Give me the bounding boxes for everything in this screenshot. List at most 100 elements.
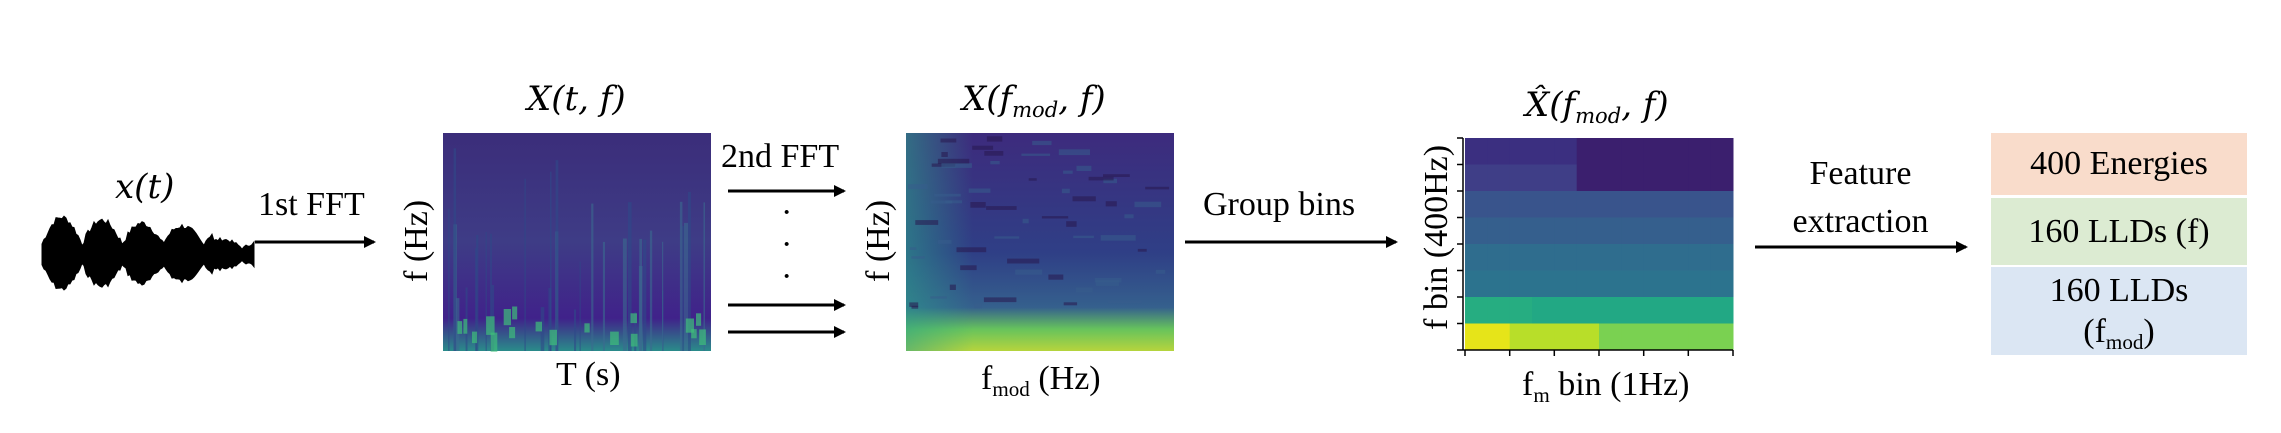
spectrogram-highlight bbox=[610, 331, 619, 345]
modspec-texture bbox=[911, 256, 925, 259]
modspec-xlabel: fmod (Hz) bbox=[981, 360, 1101, 402]
heatmap-cell bbox=[1487, 217, 1511, 245]
spectrogram-streak bbox=[453, 148, 457, 351]
heatmap-cell bbox=[1599, 191, 1622, 218]
heatmap-cell bbox=[1554, 270, 1578, 298]
modspec-texture bbox=[1041, 216, 1069, 219]
heatmap-cell bbox=[1621, 297, 1645, 324]
spectrogram-highlight bbox=[691, 329, 697, 339]
modspec-texture bbox=[1100, 235, 1136, 241]
feature-box-llds-fmod-line2: (fmod) bbox=[2083, 312, 2155, 355]
ellipsis-dot-2: · bbox=[781, 226, 793, 263]
heatmap-cell bbox=[1666, 191, 1689, 218]
modspec-texture bbox=[909, 247, 917, 250]
heatmap-cell bbox=[1487, 270, 1511, 298]
grouped-title: X̂(fmod, f) bbox=[1525, 85, 1669, 129]
heatmap-cell bbox=[1621, 138, 1645, 165]
modspec-texture bbox=[930, 296, 947, 299]
spectrogram-streak bbox=[490, 233, 492, 351]
step-2nd-fft-label: 2nd FFT bbox=[721, 138, 840, 175]
heatmap-cell bbox=[1599, 138, 1622, 165]
modspec-texture bbox=[1103, 174, 1130, 177]
modspec-texture bbox=[1105, 201, 1117, 207]
spectrogram-highlight bbox=[503, 309, 511, 326]
heatmap-cell bbox=[1688, 270, 1712, 298]
spectrogram-highlight bbox=[549, 329, 557, 346]
heatmap-cell bbox=[1532, 244, 1555, 271]
spectrogram-streak bbox=[485, 232, 487, 351]
modspec-texture bbox=[941, 152, 948, 157]
modspec-texture bbox=[911, 305, 919, 309]
modulation-spectrum-image bbox=[906, 133, 1174, 351]
spectrogram-xlabel: T (s) bbox=[556, 356, 621, 393]
heatmap-cell bbox=[1487, 297, 1511, 324]
heatmap-cell bbox=[1487, 164, 1511, 192]
heatmap-cell bbox=[1688, 244, 1712, 271]
heatmap-cell bbox=[1576, 297, 1600, 324]
spectrogram-streak bbox=[574, 309, 577, 351]
heatmap-cell bbox=[1576, 244, 1600, 271]
spectrogram-highlight bbox=[630, 333, 638, 347]
spectrogram-streak bbox=[684, 222, 688, 351]
heatmap-cell bbox=[1509, 270, 1533, 298]
heatmap-cell bbox=[1643, 164, 1667, 192]
heatmap-cell bbox=[1599, 244, 1622, 271]
spectrogram-highlight bbox=[490, 332, 498, 352]
modspec-texture bbox=[970, 202, 986, 208]
spectrogram-streak bbox=[628, 202, 632, 351]
signal-label: x(t) bbox=[115, 167, 175, 207]
modspec-texture bbox=[941, 163, 972, 168]
spectrogram-streak bbox=[475, 248, 477, 351]
heatmap-cell bbox=[1554, 217, 1578, 245]
heatmap-cell bbox=[1532, 164, 1555, 192]
heatmap-cell bbox=[1643, 297, 1667, 324]
spectrogram-highlight bbox=[699, 329, 706, 345]
heatmap-cell bbox=[1599, 164, 1622, 192]
modspec-texture bbox=[1032, 140, 1052, 146]
heatmap-cell bbox=[1666, 270, 1689, 298]
spectrogram-highlight bbox=[696, 313, 702, 326]
modspec-texture bbox=[1007, 258, 1040, 264]
modspec-texture bbox=[1066, 221, 1077, 227]
heatmap-cell bbox=[1465, 217, 1488, 245]
heatmap-cell bbox=[1509, 164, 1533, 192]
heatmap-cell bbox=[1532, 323, 1555, 351]
heatmap-cell bbox=[1688, 191, 1712, 218]
spectrogram-streak bbox=[548, 287, 552, 351]
spectrogram-streak bbox=[550, 171, 552, 351]
modspec-texture bbox=[986, 206, 1017, 210]
feature-extraction-line2: extraction bbox=[1792, 202, 1929, 240]
modspec-texture bbox=[1072, 196, 1096, 202]
modspec-texture bbox=[1103, 178, 1117, 184]
modspec-ylabel: f (Hz) bbox=[860, 199, 897, 282]
modspec-texture bbox=[1061, 188, 1070, 194]
ellipsis-dot-1: · bbox=[781, 194, 793, 231]
modspec-texture bbox=[956, 247, 987, 253]
spectrogram-streak bbox=[634, 311, 637, 351]
heatmap-cell bbox=[1710, 323, 1734, 351]
heatmap-cell bbox=[1509, 191, 1533, 218]
modspec-title: X(fmod, f) bbox=[962, 79, 1106, 123]
grouped-xlabel: fm bin (1Hz) bbox=[1522, 366, 1690, 408]
heatmap-cell bbox=[1554, 191, 1578, 218]
modspec-texture bbox=[1124, 214, 1134, 219]
heatmap-cell bbox=[1509, 297, 1533, 324]
spectrogram-streak bbox=[448, 208, 450, 351]
feature-box-energies: 400 Energies bbox=[1991, 133, 2247, 195]
heatmap-cell bbox=[1532, 270, 1555, 298]
heatmap-cell bbox=[1465, 270, 1488, 298]
modspec-texture bbox=[1076, 165, 1092, 171]
step-group-bins-label: Group bins bbox=[1203, 186, 1356, 223]
heatmap-cell bbox=[1599, 270, 1622, 298]
modspec-texture bbox=[934, 193, 961, 197]
modspec-texture bbox=[930, 200, 953, 204]
heatmap-cell bbox=[1532, 191, 1555, 218]
heatmap-cell bbox=[1643, 244, 1667, 271]
heatmap-cell bbox=[1643, 270, 1667, 298]
spectrogram-streak bbox=[524, 178, 526, 351]
ellipsis-dot-3: · bbox=[781, 258, 793, 295]
heatmap-cell bbox=[1576, 191, 1600, 218]
heatmap-cell bbox=[1710, 164, 1734, 192]
spectrogram-streak bbox=[476, 235, 479, 351]
